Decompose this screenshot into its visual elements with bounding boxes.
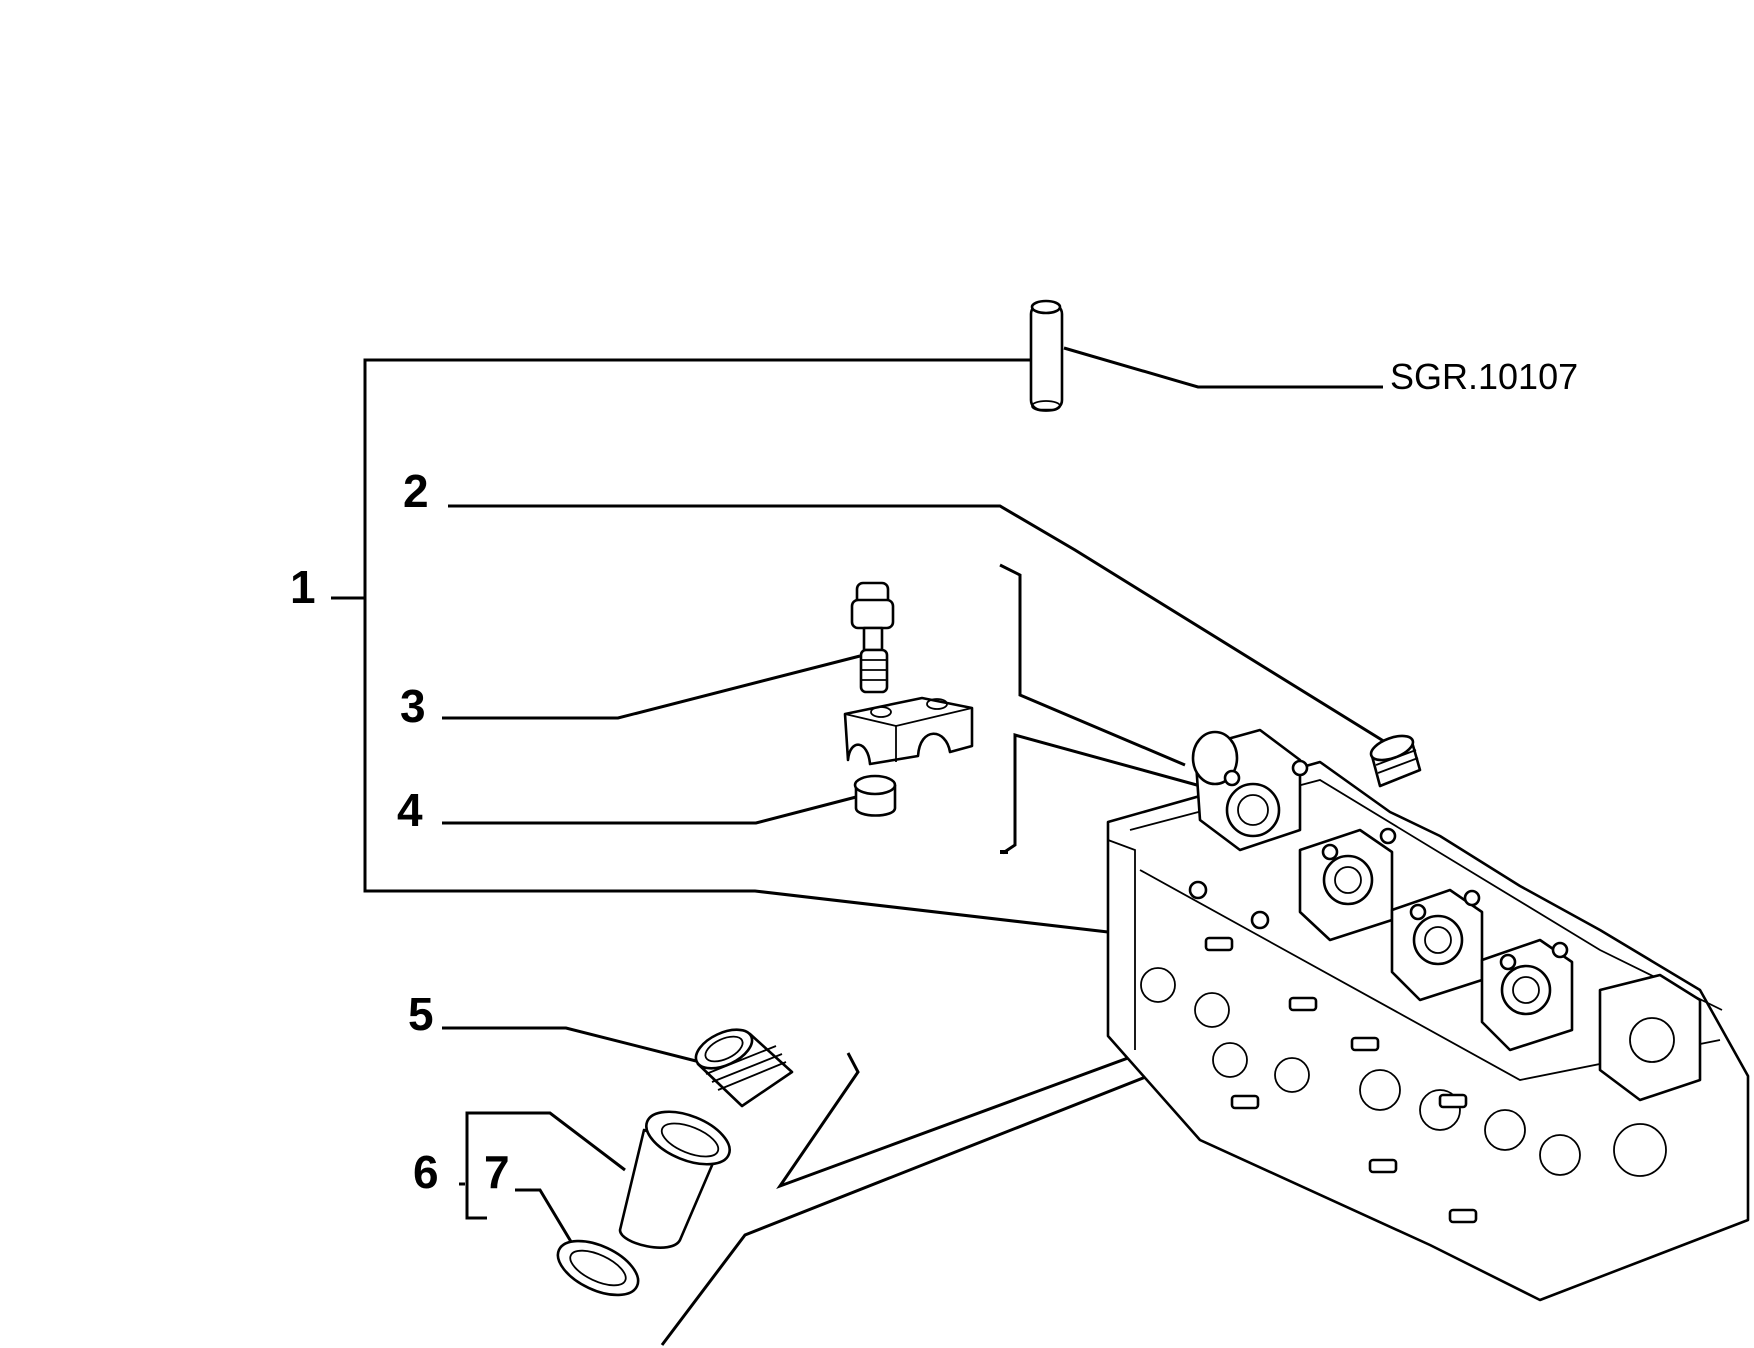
head-studs <box>1204 936 1478 1224</box>
callout-4: 4 <box>397 784 423 836</box>
seal-cup-part-5 <box>694 1028 794 1108</box>
reference-code: SGR.10107 <box>1390 356 1578 397</box>
callout-7: 7 <box>484 1146 510 1198</box>
bearing-cap-part-3 <box>843 696 974 766</box>
guide-pin <box>1029 299 1064 412</box>
seal-ring-part-7 <box>556 1239 640 1297</box>
bracket-tick <box>1000 850 1008 854</box>
callout-5: 5 <box>408 988 434 1040</box>
cylinder-head <box>1106 728 1750 1302</box>
callout-6: 6 <box>413 1146 439 1198</box>
callout-3: 3 <box>400 680 426 732</box>
stud-part-3 <box>850 581 895 694</box>
callout-2: 2 <box>403 465 429 517</box>
valve-guide-part-6 <box>618 1110 731 1249</box>
callout-1: 1 <box>290 561 316 613</box>
bushing-part-4 <box>853 774 897 817</box>
plug-part-2 <box>1369 734 1422 788</box>
